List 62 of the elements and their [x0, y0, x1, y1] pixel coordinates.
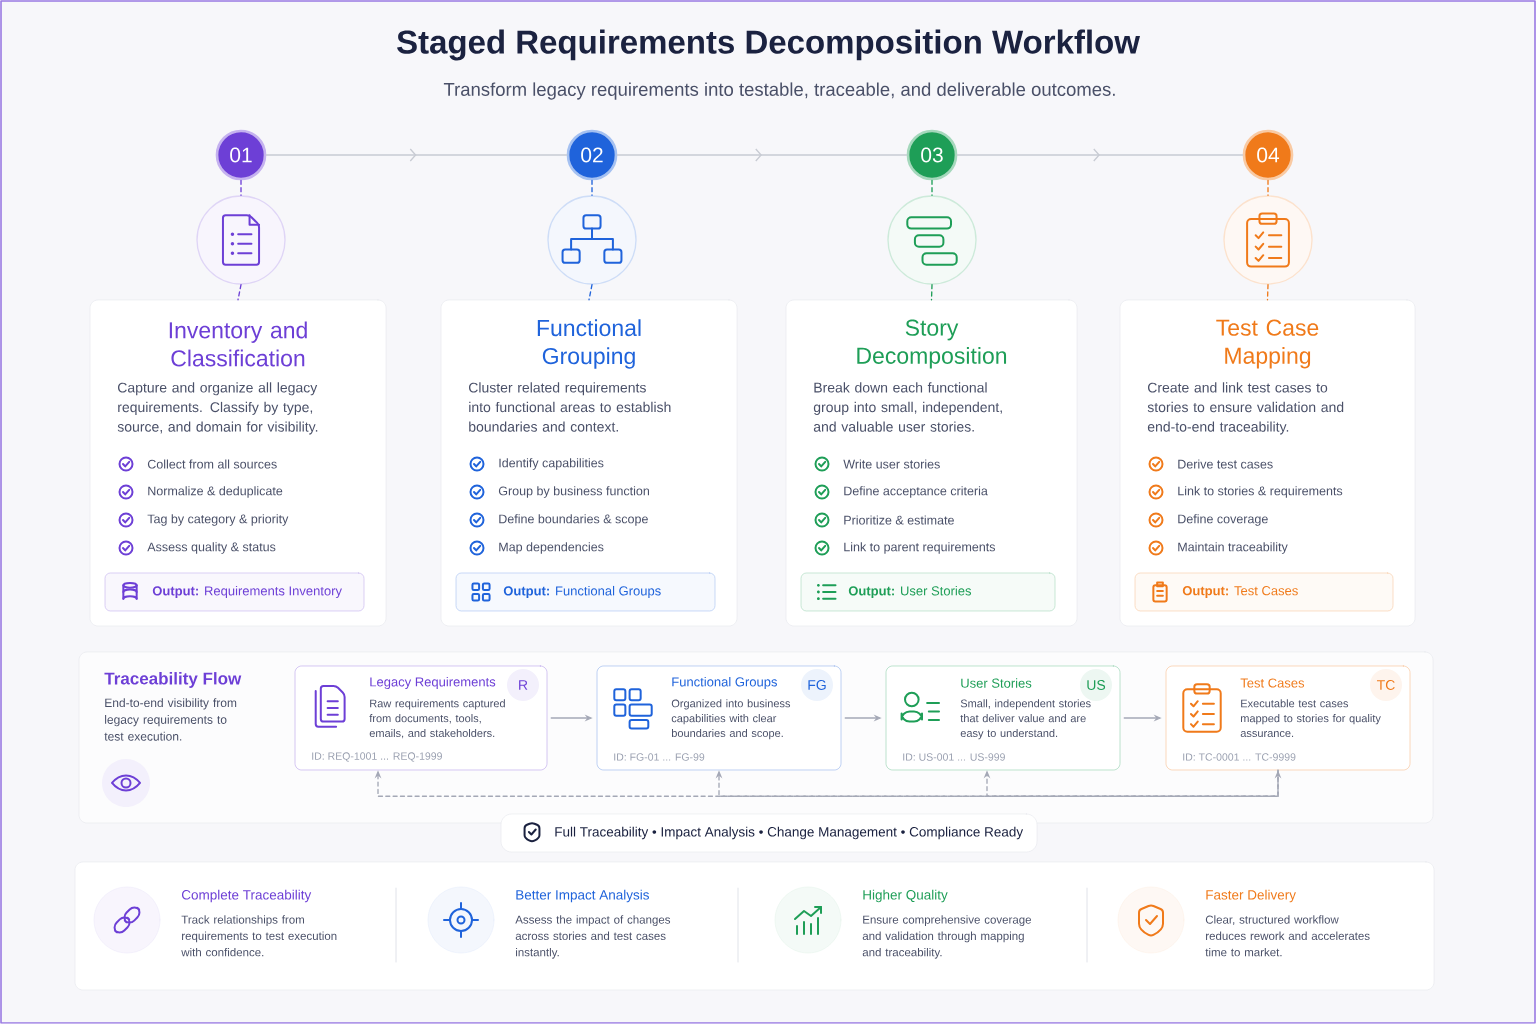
id-range: ID: US-001 ... US-999: [903, 753, 1005, 761]
card-description: Create and link test cases to stories to ensure validation and end-to-end traceability.: [1147, 382, 1344, 435]
arrow: [983, 769, 1279, 797]
panel-description: End-to-end visibility from legacy requirements to test execution.: [104, 698, 237, 741]
checklist-item: Derive test cases: [1178, 459, 1273, 469]
connector-line: [240, 179, 242, 196]
connector-line: [588, 284, 593, 301]
flow-card-description: Organized into business capabilities with clear boundaries and scope.: [671, 699, 791, 740]
output-label: Output: Functional Groups: [503, 585, 661, 599]
flow-card-description: Executable test cases mapped to stories for quality assurance.: [1240, 699, 1381, 738]
pill-text: Full Traceability • Impact Analysis • Change Management • Compliance Ready: [555, 826, 1024, 840]
checklist-item: Write user stories: [843, 459, 940, 469]
card-title: Functional Grouping: [537, 319, 641, 369]
card-title: Inventory and Classification: [169, 321, 307, 367]
benefit-title: Faster Delivery: [1206, 889, 1296, 903]
benefit-title: Higher Quality: [863, 889, 948, 903]
checklist-item: Link to stories & requirements: [1178, 486, 1343, 498]
benefit-description: Ensure comprehensive coverage and validation through mapping and traceability.: [862, 915, 1031, 959]
connector-line: [1266, 284, 1269, 301]
connector-line: [1267, 179, 1269, 196]
benefit-title: Better Impact Analysis: [516, 889, 649, 903]
output-label: Output: User Stories: [848, 585, 972, 599]
flow-card-title: User Stories: [961, 678, 1032, 688]
card-description: Cluster related requirements into functional areas to establish boundaries and context.: [469, 382, 671, 432]
panel-title: Traceability Flow: [104, 672, 242, 688]
subtitle: Transform legacy requirements into testable, traceable, and deliverable outcomes.: [443, 82, 1115, 100]
flow-card-description: Small, independent stories that deliver value and are easy to understand.: [960, 699, 1091, 740]
card-title: Story Decomposition: [857, 319, 1007, 369]
id-range: ID: REQ-1001 ... REQ-1999: [312, 752, 442, 762]
flow-card-title: Legacy Requirements: [370, 676, 496, 690]
checklist-item: Define coverage: [1178, 514, 1268, 526]
benefit-description: Clear, structured workflow reduces rework and accelerates time to market.: [1205, 915, 1370, 957]
id-range: ID: TC-0001 ... TC-9999: [1183, 753, 1296, 761]
output-label: Output: Requirements Inventory: [152, 585, 342, 599]
checklist-item: Collect from all sources: [147, 459, 277, 469]
checklist-item: Link to parent requirements: [844, 542, 996, 554]
checklist-item: Assess quality & status: [147, 542, 276, 554]
connector-line: [591, 179, 593, 196]
title: Staged Requirements Decomposition Workflow: [397, 29, 1140, 61]
checklist-item: Map dependencies: [499, 542, 604, 554]
output-label: Output: Test Cases: [1182, 586, 1298, 598]
connector-line: [237, 284, 242, 301]
flow-card-title: Functional Groups: [672, 676, 777, 690]
checklist-item: Define boundaries & scope: [499, 514, 648, 526]
flow-card-title: Test Cases: [1240, 678, 1305, 688]
card-title: Test Case Mapping: [1216, 319, 1319, 369]
checklist-item: Maintain traceability: [1178, 542, 1288, 554]
benefit-description: Track relationships from requirements to test execution with confidence.: [181, 915, 337, 957]
connector-line: [930, 284, 933, 301]
checklist-item: Prioritize & estimate: [844, 515, 954, 525]
checklist-item: Define acceptance criteria: [844, 486, 988, 498]
checklist-item: Tag by category & priority: [147, 514, 289, 526]
checklist-item: Identify capabilities: [499, 458, 604, 470]
flow-card-description: Raw requirements captured from documents, tools, emails, and stakeholders.: [369, 699, 505, 739]
card-description: Capture and organize all legacy requirements. Classify by type, source, and domain for visibility.: [117, 382, 318, 435]
benefit-title: Complete Traceability: [181, 889, 312, 903]
card-description: Break down each functional group into small, independent, and valuable user stories.: [813, 382, 1002, 432]
connector-line: [931, 179, 933, 196]
id-range: ID: FG-01 ... FG-99: [614, 753, 705, 761]
benefit-description: Assess the impact of changes across stories and test cases instantly.: [515, 915, 671, 959]
checklist-item: Normalize & deduplicate: [148, 486, 283, 498]
checklist-item: Group by business function: [498, 486, 649, 498]
